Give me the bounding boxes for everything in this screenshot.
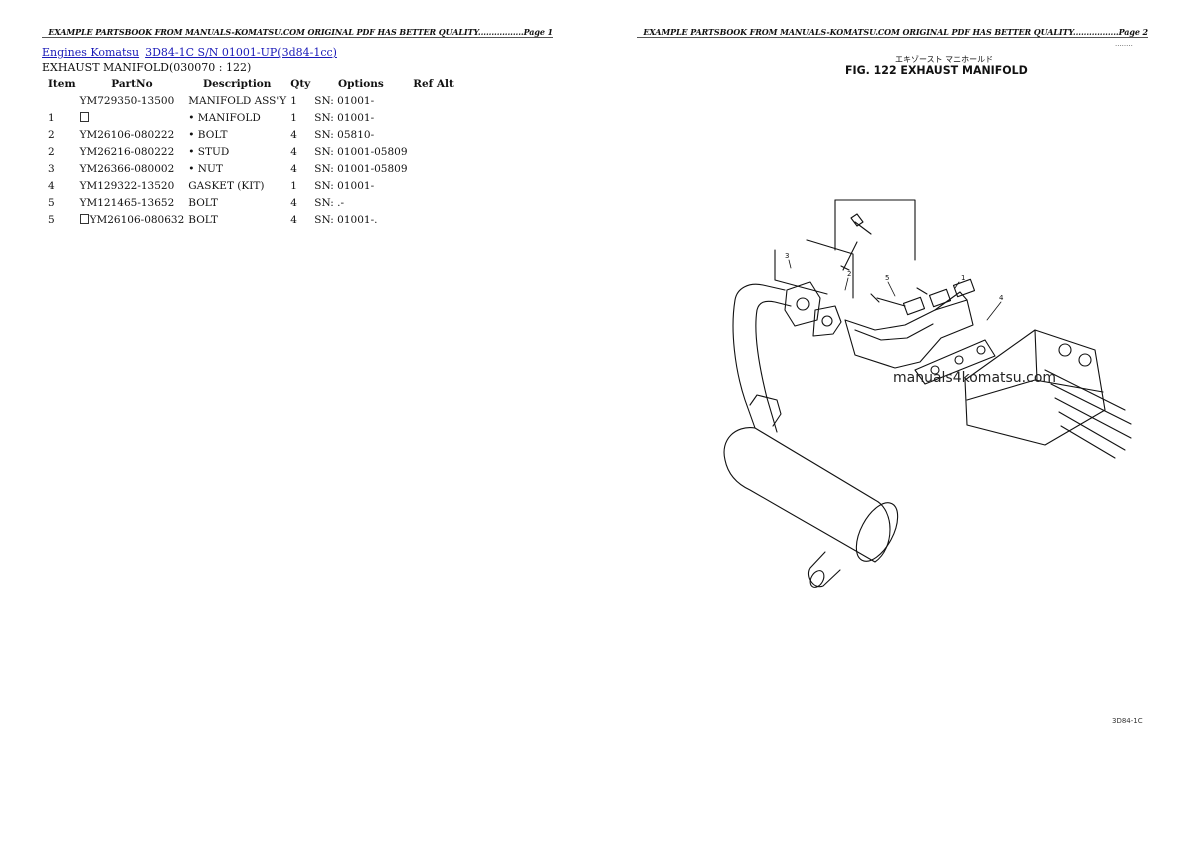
- parts-table: Item PartNo Description Qty Options Ref …: [44, 76, 458, 228]
- breadcrumb: Engines Komatsu 3D84-1C S/N 01001-UP(3d84…: [42, 46, 337, 59]
- table-row: 1 • MANIFOLD 1 SN: 01001-: [44, 109, 458, 126]
- cell-ref-alt: [410, 92, 458, 109]
- table-row: 2 YM26106-080222 • BOLT 4 SN: 05810-: [44, 126, 458, 143]
- cell-partno: YM121465-13652: [79, 196, 175, 209]
- cell-ref-alt: [410, 177, 458, 194]
- cell-ref-alt: [410, 109, 458, 126]
- cell-options: SN: 01001-.: [314, 213, 378, 226]
- callout-5: 5: [885, 274, 889, 282]
- cell-options: SN: 01001-05809: [314, 162, 408, 175]
- cell-description: MANIFOLD ASS'Y: [188, 94, 287, 107]
- cell-item: 4: [48, 179, 55, 192]
- cell-item: 1: [48, 111, 55, 124]
- cell-partno: [78, 109, 187, 126]
- col-header-qty: Qty: [290, 78, 311, 90]
- table-header-row: Item PartNo Description Qty Options Ref …: [44, 76, 458, 92]
- cell-item: 5: [48, 213, 55, 226]
- cell-item: [44, 92, 78, 109]
- page-1: EXAMPLE PARTSBOOK FROM MANUALS-KOMATSU.C…: [42, 27, 553, 228]
- page-2: EXAMPLE PARTSBOOK FROM MANUALS-KOMATSU.C…: [595, 0, 1190, 842]
- cell-options: SN: 01001-: [314, 94, 375, 107]
- cell-options: SN: .-: [314, 196, 345, 209]
- table-row: YM729350-13500 MANIFOLD ASS'Y 1 SN: 0100…: [44, 92, 458, 109]
- cell-ref-alt: [410, 126, 458, 143]
- cell-description: • BOLT: [188, 128, 228, 141]
- exhaust-manifold-drawing: 3 2 5 1 4: [723, 199, 1132, 588]
- callout-numbers: 3 2 5 1 4: [785, 252, 1004, 302]
- manifold-icon: [844, 278, 976, 369]
- table-row: 4 YM129322-13520 GASKET (KIT) 1 SN: 0100…: [44, 177, 458, 194]
- page-code: 3D84-1C: [1112, 717, 1143, 725]
- missing-glyph-icon: [79, 111, 89, 122]
- col-header-description: Description: [203, 78, 272, 90]
- cell-qty: 1: [290, 111, 297, 124]
- cell-description: • NUT: [188, 162, 223, 175]
- page-1-header: EXAMPLE PARTSBOOK FROM MANUALS-KOMATSU.C…: [42, 27, 553, 38]
- callout-4: 4: [999, 294, 1004, 302]
- cell-description: • MANIFOLD: [188, 111, 261, 124]
- table-row: 5 YM26106-080632 BOLT 4 SN: 01001-.: [44, 211, 458, 228]
- cell-options: SN: 05810-: [314, 128, 375, 141]
- cell-qty: 1: [290, 179, 297, 192]
- gasket-icon: [914, 339, 996, 385]
- cell-options: SN: 01001-: [314, 111, 375, 124]
- cell-qty: 4: [290, 162, 297, 175]
- cell-partno: YM729350-13500: [79, 94, 175, 107]
- figure-title: FIG. 122 EXHAUST MANIFOLD: [845, 63, 1028, 78]
- muffler-icon: [723, 427, 899, 588]
- cell-description: BOLT: [188, 196, 218, 209]
- figure-title-japanese: エキゾースト マニホールド: [895, 55, 994, 64]
- col-header-partno: PartNo: [111, 78, 153, 90]
- cell-qty: 1: [290, 94, 297, 107]
- cell-item: 2: [48, 128, 55, 141]
- callout-lines: [788, 259, 1002, 321]
- cell-partno: YM26366-080002: [79, 162, 175, 175]
- cell-item: 2: [48, 145, 55, 158]
- cell-qty: 4: [290, 145, 297, 158]
- cell-item: 3: [48, 162, 55, 175]
- cell-qty: 4: [290, 128, 297, 141]
- cell-qty: 4: [290, 196, 297, 209]
- cell-partno: YM129322-13520: [79, 179, 175, 192]
- cell-description: • STUD: [188, 145, 230, 158]
- table-row: 2 YM26216-080222 • STUD 4 SN: 01001-0580…: [44, 143, 458, 160]
- engine-block-icon: [964, 329, 1132, 459]
- cell-options: SN: 01001-: [314, 179, 375, 192]
- col-header-ref-alt: Ref Alt: [413, 78, 454, 90]
- cell-ref-alt: [410, 143, 458, 160]
- missing-glyph-icon: [79, 213, 89, 224]
- bolt-5-icon: [870, 287, 928, 307]
- breadcrumb-link-model[interactable]: 3D84-1C S/N 01001-UP(3d84-1cc): [145, 46, 337, 59]
- col-header-options: Options: [337, 78, 384, 90]
- flange-icon: [784, 281, 842, 337]
- cell-description: GASKET (KIT): [188, 179, 265, 192]
- col-header-item: Item: [48, 78, 76, 90]
- watermark: manuals4komatsu.com: [893, 370, 1057, 386]
- breadcrumb-link-engines[interactable]: Engines Komatsu: [42, 46, 140, 59]
- table-row: 3 YM26366-080002 • NUT 4 SN: 01001-05809: [44, 160, 458, 177]
- cell-partno: YM26106-080632: [78, 211, 187, 228]
- table-row: 5 YM121465-13652 BOLT 4 SN: .-: [44, 194, 458, 211]
- exhaust-pipe-icon: [732, 283, 792, 433]
- callout-3: 3: [785, 252, 789, 260]
- bolt-icon: [840, 213, 872, 271]
- callout-2: 2: [847, 270, 851, 278]
- cell-partno: YM26216-080222: [79, 145, 175, 158]
- cell-ref-alt: [410, 211, 458, 228]
- cell-partno: YM26106-080222: [79, 128, 175, 141]
- cell-ref-alt: [410, 160, 458, 177]
- callout-1: 1: [961, 274, 965, 282]
- section-title: EXHAUST MANIFOLD(030070 : 122): [42, 61, 252, 74]
- cell-item: 5: [48, 196, 55, 209]
- page-2-header: EXAMPLE PARTSBOOK FROM MANUALS-KOMATSU.C…: [637, 27, 1148, 38]
- cell-qty: 4: [290, 213, 297, 226]
- detail-box: [774, 199, 916, 299]
- corner-mark: ........: [1115, 40, 1133, 48]
- cell-description: BOLT: [188, 213, 218, 226]
- cell-options: SN: 01001-05809: [314, 145, 408, 158]
- cell-ref-alt: [410, 194, 458, 211]
